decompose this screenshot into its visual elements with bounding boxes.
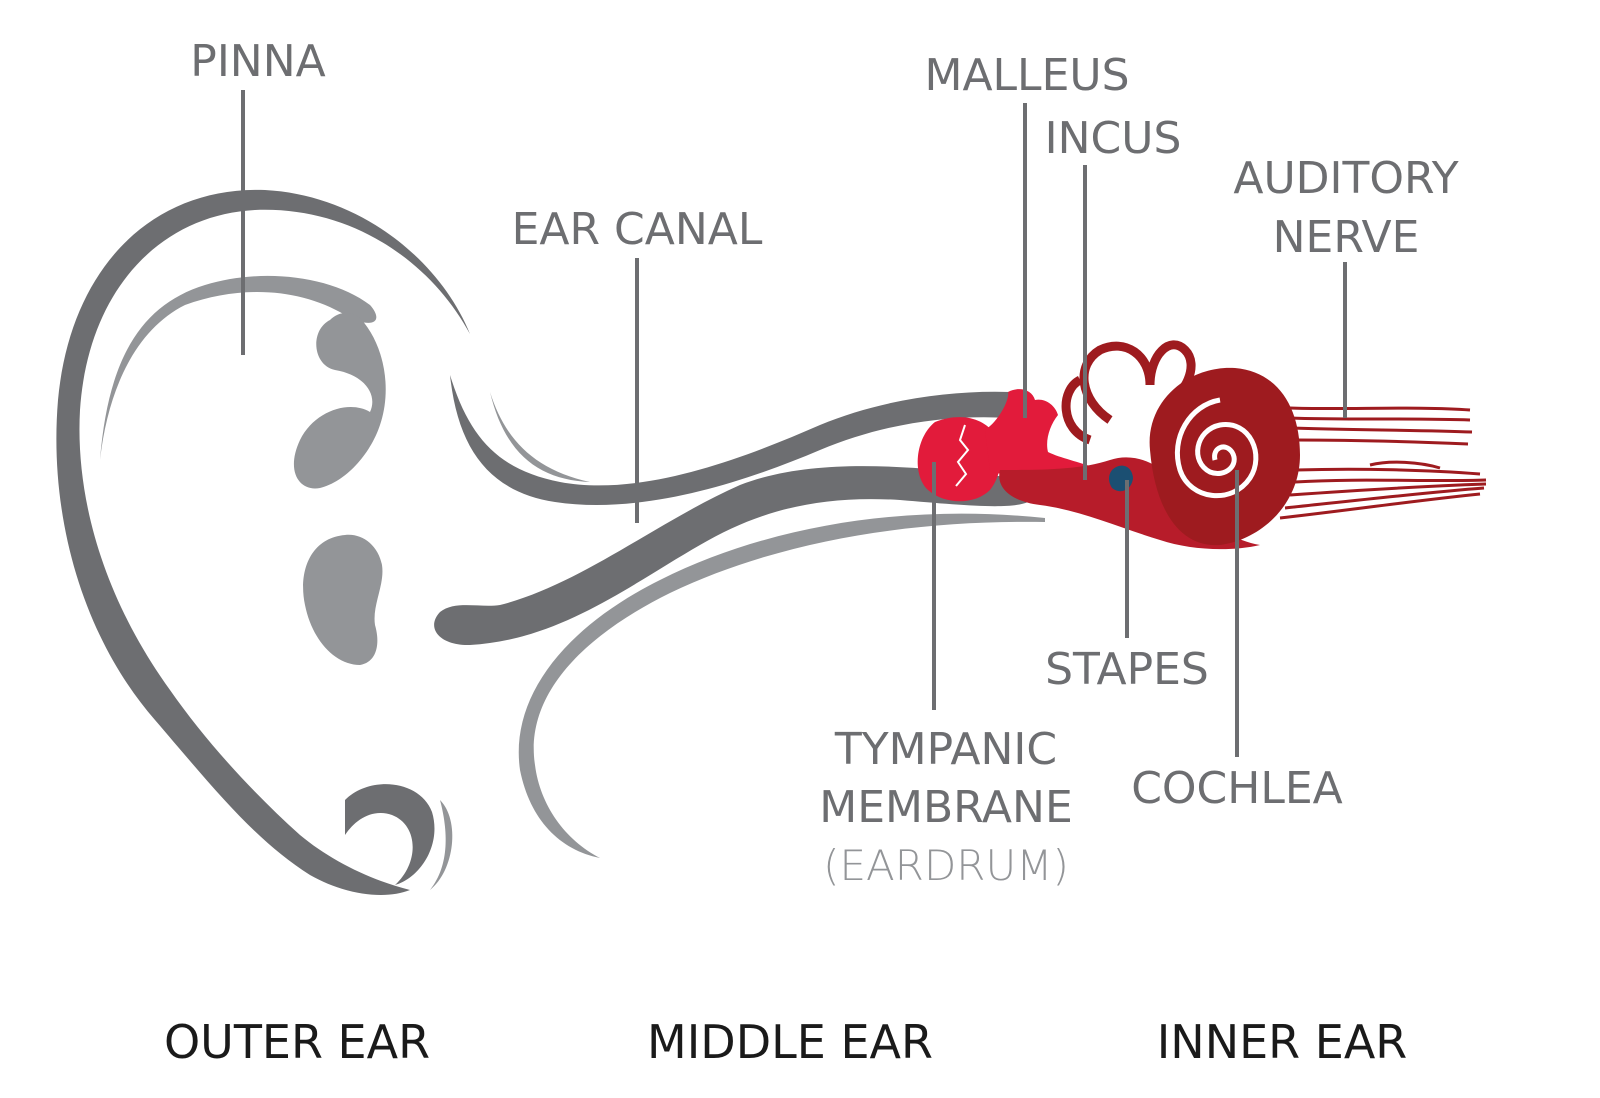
auditory-nerve-fibers bbox=[1279, 406, 1487, 520]
lobule bbox=[345, 784, 435, 885]
canal-lower-wall bbox=[434, 466, 1033, 646]
label-tympanic-2: MEMBRANE bbox=[819, 782, 1073, 833]
label-malleus: MALLEUS bbox=[924, 50, 1129, 101]
label-stapes: STAPES bbox=[1045, 644, 1209, 695]
inner-ear bbox=[1061, 340, 1487, 546]
concha-upper bbox=[293, 312, 386, 489]
cochlea-shape bbox=[1149, 367, 1300, 546]
canal-upper-wall bbox=[450, 375, 1010, 506]
label-ear-canal: EAR CANAL bbox=[512, 204, 763, 255]
label-tympanic-1: TYMPANIC bbox=[834, 724, 1057, 775]
ear-canal-shape bbox=[434, 375, 1045, 858]
leader-lines bbox=[241, 90, 1347, 757]
section-outer-ear: OUTER EAR bbox=[164, 1015, 430, 1069]
canal-outer-curve bbox=[518, 513, 1045, 858]
concha-lower bbox=[303, 534, 383, 665]
pinna-shape bbox=[56, 189, 470, 895]
eardrum-texture bbox=[955, 424, 970, 487]
label-tympanic-3: (EARDRUM) bbox=[823, 841, 1069, 890]
malleus-incus-shape bbox=[985, 389, 1095, 485]
label-auditory-nerve-2: NERVE bbox=[1273, 212, 1420, 263]
part-labels: PINNA EAR CANAL MALLEUS INCUS AUDITORY N… bbox=[190, 36, 1458, 890]
lobule-rim bbox=[430, 800, 453, 890]
helix-rim bbox=[56, 189, 470, 895]
label-incus: INCUS bbox=[1045, 113, 1182, 164]
antihelix bbox=[100, 275, 377, 460]
cochlea-spiral bbox=[1174, 397, 1259, 499]
section-inner-ear: INNER EAR bbox=[1157, 1015, 1408, 1069]
section-middle-ear: MIDDLE EAR bbox=[647, 1015, 933, 1069]
section-labels: OUTER EAR MIDDLE EAR INNER EAR bbox=[164, 1015, 1407, 1069]
label-pinna: PINNA bbox=[190, 36, 325, 87]
label-auditory-nerve-1: AUDITORY bbox=[1233, 153, 1458, 204]
label-cochlea: COCHLEA bbox=[1131, 763, 1343, 814]
canal-upper-thin bbox=[490, 392, 590, 482]
